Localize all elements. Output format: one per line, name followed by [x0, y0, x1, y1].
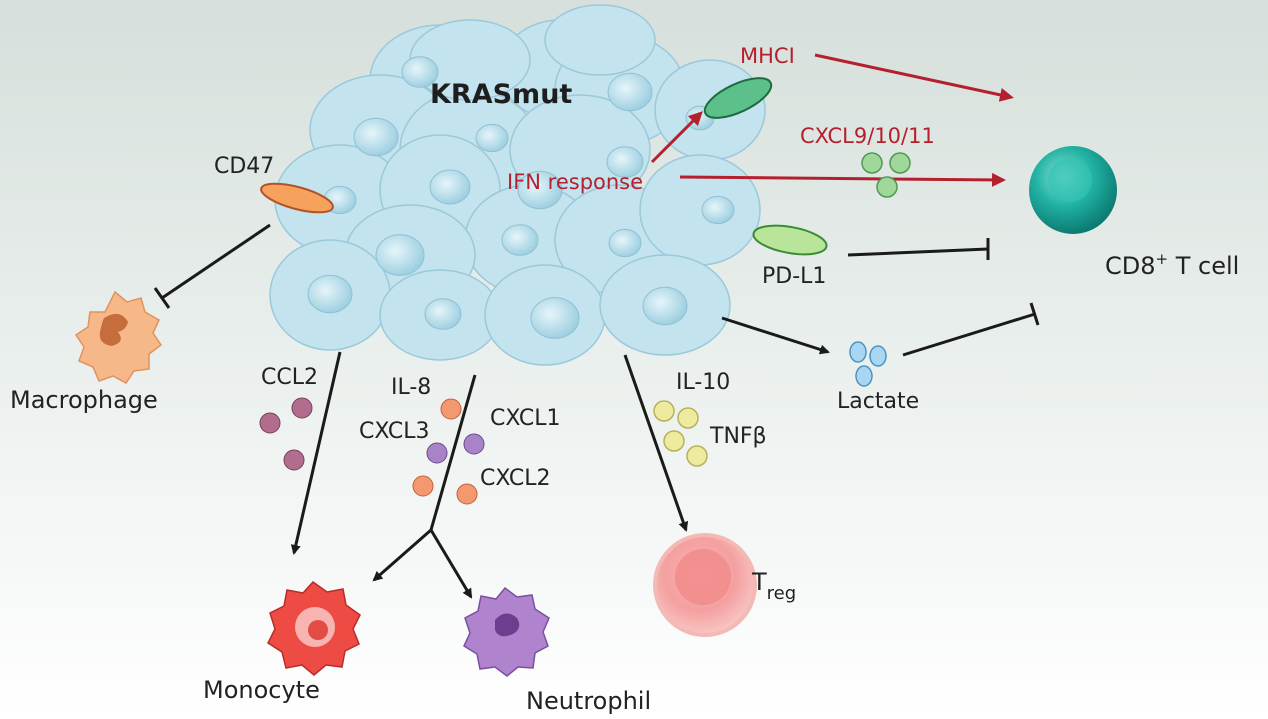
tumor-cell-nucleus	[642, 286, 688, 326]
tumor-cell-nucleus	[701, 195, 735, 225]
treg-text: T	[751, 568, 767, 596]
monocyte-label: Monocyte	[203, 676, 320, 704]
treg-nucleus	[675, 549, 731, 605]
tumor-cell-nucleus	[424, 298, 462, 330]
macrophage-cell	[74, 290, 163, 384]
ccl2-dots	[259, 397, 313, 471]
il8-arrows	[372, 374, 477, 599]
lactate-label: Lactate	[837, 389, 919, 414]
cxcl-purple-dots	[426, 433, 485, 464]
ifn-response-label: IFN response	[507, 170, 643, 194]
pdl1-inhibition	[847, 238, 990, 260]
lactate-inhibition	[902, 302, 1040, 357]
tumor-cell-nucleus	[608, 228, 642, 258]
cxcl1-label: CXCL1	[490, 406, 560, 431]
tumor-cell-nucleus	[307, 274, 353, 314]
tumor-cell-nucleus	[375, 234, 425, 276]
tumor-cell	[639, 154, 761, 266]
cxcl3-label: CXCL3	[359, 419, 429, 444]
tnfb-label: TNFβ	[709, 424, 767, 449]
tumor-cell-nucleus	[353, 117, 399, 157]
tumor-cell-nucleus	[607, 72, 653, 112]
tumor-cell-nucleus	[501, 224, 539, 256]
cxcl2-label: CXCL2	[480, 466, 550, 491]
treg-sub: reg	[767, 583, 797, 604]
cd47-molecule	[260, 182, 334, 214]
treg-label: Treg	[751, 568, 796, 604]
tumor-cell-nucleus	[530, 297, 580, 339]
tumor-cell-nucleus	[475, 123, 509, 153]
il10-dots	[653, 400, 708, 467]
cd8-t-cell-label: CD8+ T cell	[1105, 250, 1239, 280]
monocyte-cell	[267, 581, 361, 676]
cd47-label: CD47	[214, 154, 274, 179]
cxcl9-label: CXCL9/10/11	[800, 124, 935, 148]
cd8-text: CD8	[1105, 252, 1156, 280]
tumor-cell-nucleus	[517, 170, 563, 210]
cd47-inhibition	[153, 223, 271, 309]
cd8-sup: +	[1156, 250, 1169, 268]
ccl2-arrow	[290, 351, 342, 555]
ccl2-label: CCL2	[261, 365, 318, 390]
mhci-arrow	[814, 53, 1014, 102]
mhci-label: MHCI	[740, 44, 795, 68]
tumor-cell-nucleus	[401, 56, 439, 88]
ifn-to-cxcl-arrow	[679, 172, 1006, 187]
macrophage-label: Macrophage	[10, 386, 158, 414]
tumor-cell-nucleus	[606, 146, 644, 178]
cd8-t-cell-nucleus	[1048, 158, 1092, 202]
treg-arrow	[623, 354, 689, 532]
il8-label: IL-8	[391, 375, 431, 400]
mhci-molecule	[703, 77, 773, 119]
cxcl9-dots	[861, 152, 911, 198]
t-cell-text: T cell	[1168, 252, 1239, 280]
pdl1-molecule	[752, 224, 828, 256]
tumor-cell-nucleus	[429, 169, 471, 205]
neutrophil-label: Neutrophil	[526, 687, 651, 715]
il10-label: IL-10	[676, 370, 730, 395]
neutrophil-cell	[463, 586, 550, 677]
lactate-arrow	[721, 316, 830, 355]
tumor-title: KRASmut	[430, 79, 572, 110]
lactate-dots	[849, 341, 887, 387]
ifn-to-mhci-arrow	[650, 111, 703, 164]
pdl1-label: PD-L1	[762, 264, 826, 289]
il8-dots	[412, 398, 478, 505]
tumor-cell	[544, 4, 656, 76]
